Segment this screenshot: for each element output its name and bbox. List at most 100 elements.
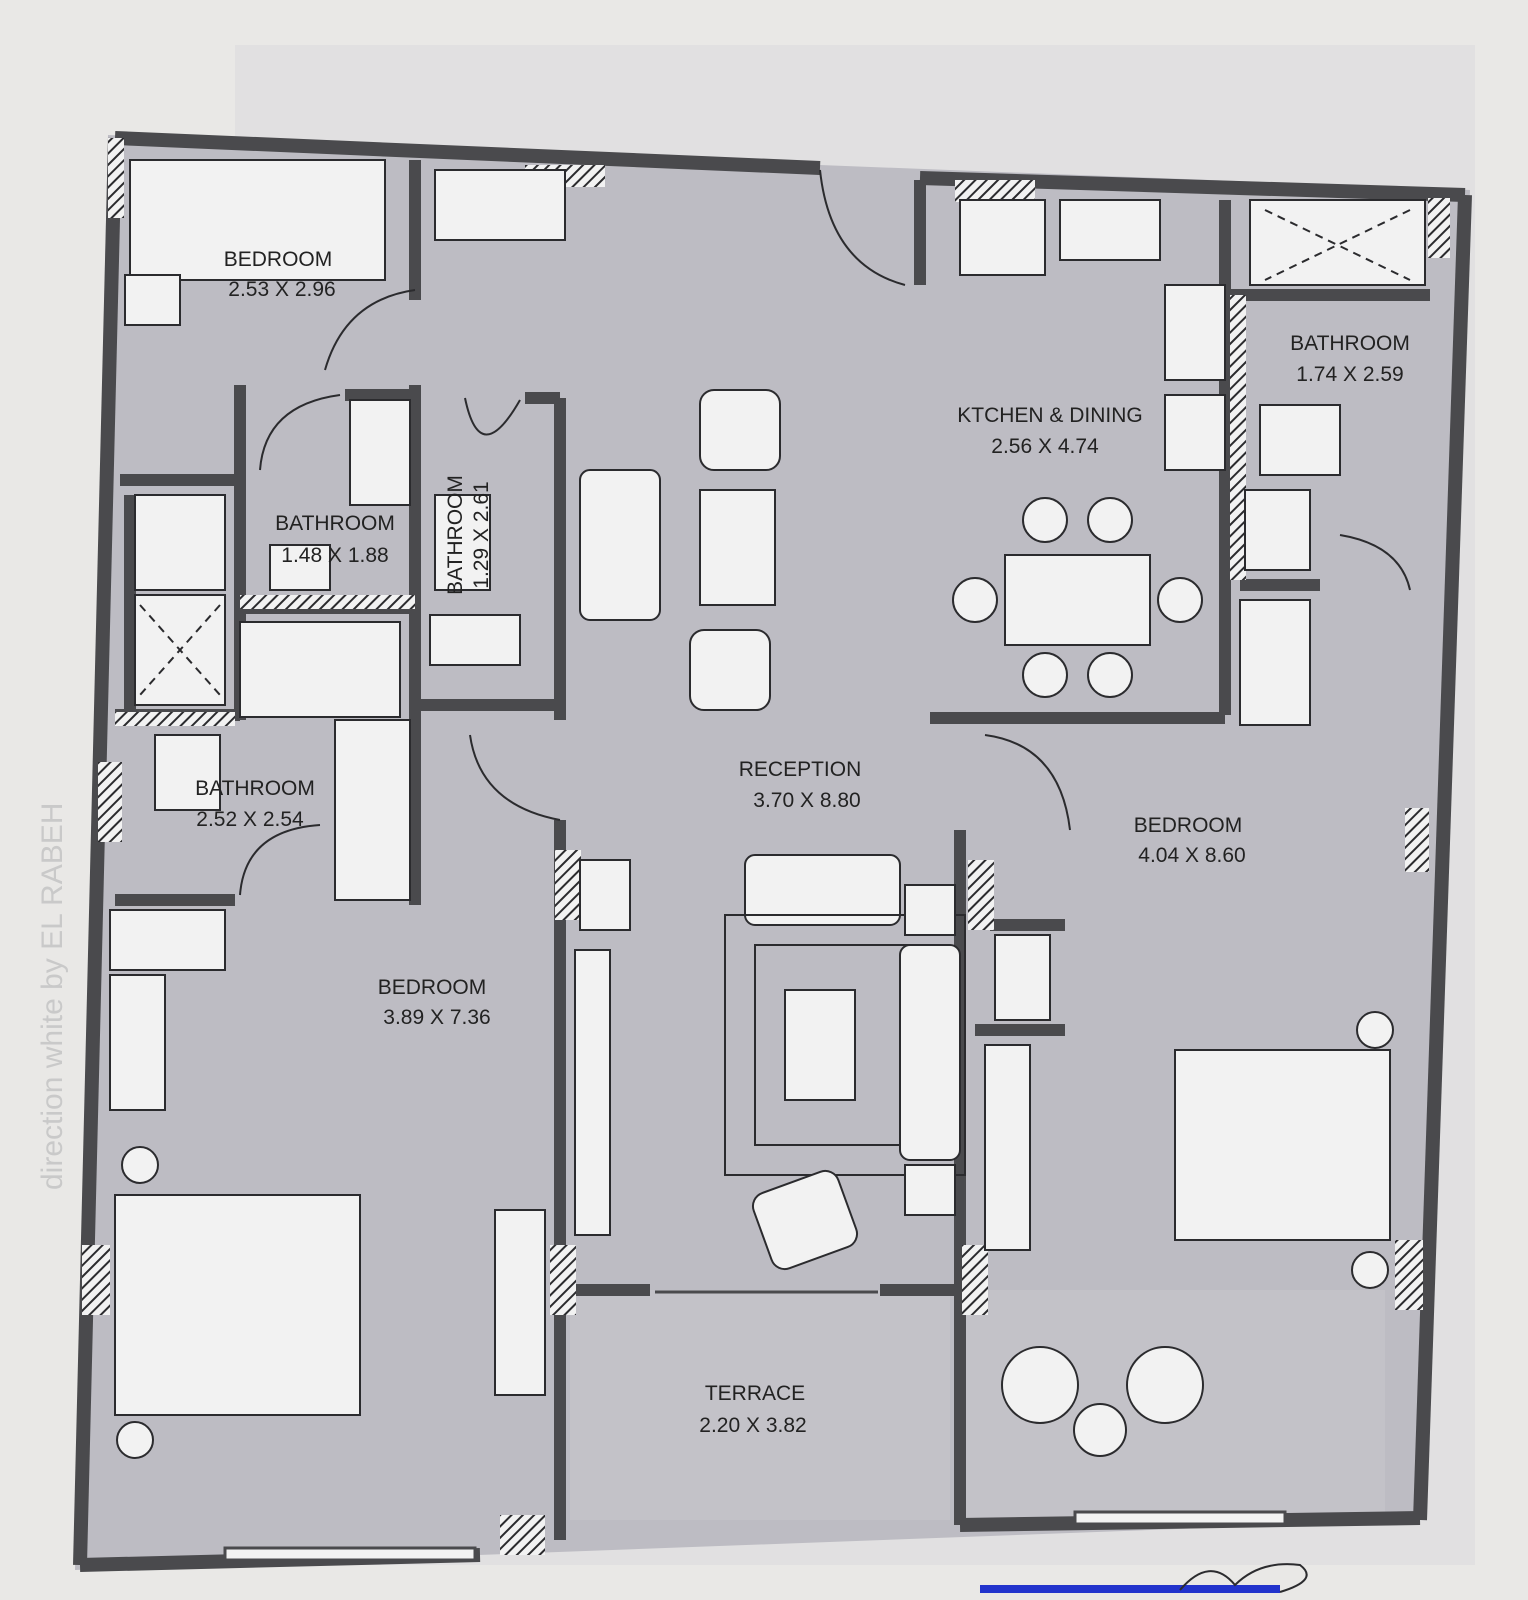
tv-unit-bed2	[494, 1209, 546, 1396]
toilet-bath3	[154, 734, 221, 811]
door-bath4	[1339, 534, 1411, 591]
desk-bed1	[124, 274, 181, 326]
door-bath2	[464, 397, 521, 436]
sofa-reception-right	[899, 944, 961, 1161]
label-kitchen: KTCHEN & DINING 2.56 X 4.74	[957, 404, 1143, 458]
label-bathroom-1: BATHROOM 1.48 X 1.88	[275, 512, 395, 567]
room-name: BATHROOM	[275, 512, 395, 535]
sofa-reception-top	[744, 854, 901, 926]
room-name: BATHROOM	[444, 475, 467, 595]
room-name: TERRACE	[705, 1382, 805, 1405]
tv-unit-left	[574, 949, 611, 1236]
room-dims: 1.48 X 1.88	[281, 544, 388, 567]
terrace-floor	[570, 1290, 950, 1520]
dining-chair-3	[1022, 652, 1068, 698]
cooktop	[1164, 284, 1226, 381]
room-name: RECEPTION	[739, 758, 862, 781]
toilet-bath1	[269, 544, 331, 591]
fixtures	[109, 159, 1426, 1416]
column-reception-left	[555, 850, 581, 920]
room-dims: 3.89 X 7.36	[383, 1006, 490, 1029]
column-bed3-right	[1395, 1240, 1423, 1310]
door-bed2	[469, 734, 561, 821]
room-dims: 1.29 X 2.61	[470, 481, 493, 588]
signature-stamp-line	[980, 1585, 1280, 1593]
shower-bath4	[1249, 199, 1426, 286]
coffee-table-reception	[784, 989, 856, 1101]
windows	[223, 1290, 1287, 1562]
armchair-bottom	[689, 629, 771, 711]
bedside-lamp-bottom	[116, 1421, 154, 1459]
storage-left	[134, 494, 226, 591]
column-bottom	[500, 1515, 545, 1555]
window-bed2	[223, 1546, 477, 1562]
coffee-table-top	[699, 489, 776, 606]
shower-bath2	[239, 621, 401, 718]
signature	[980, 1563, 1308, 1593]
watermark: direction white by EL RABEH	[36, 803, 69, 1190]
sink-bath1	[349, 399, 411, 506]
shower-cross-marks	[139, 209, 1411, 696]
furniture	[116, 389, 1394, 1459]
wall-right	[1413, 194, 1472, 1521]
dining-table	[1004, 554, 1151, 646]
dining-chair-6	[1157, 577, 1203, 623]
door-bath1	[259, 394, 341, 471]
room-name: KTCHEN & DINING	[957, 404, 1143, 427]
door-bed3	[984, 734, 1071, 831]
kitchen-sink	[1059, 199, 1161, 261]
column-top-kitchen	[955, 180, 1035, 202]
column-top-right	[1428, 198, 1450, 258]
fridge	[959, 199, 1046, 276]
label-bathroom-3: BATHROOM 2.52 X 2.54	[195, 777, 315, 831]
vanity-bath3	[334, 719, 411, 901]
sofa-left	[579, 469, 661, 621]
wall-top-left	[114, 131, 821, 175]
bedside-lamp-top	[121, 1146, 159, 1184]
bedside-lamp-bed3-top	[1356, 1011, 1394, 1049]
room-labels: BEDROOM 2.53 X 2.96 BATHROOM 1.48 X 1.88…	[195, 248, 1410, 1437]
terrace-chair-2	[1126, 1346, 1204, 1424]
column-right-mid	[1405, 808, 1429, 872]
door-bed1	[324, 289, 416, 371]
storage-top	[434, 169, 566, 241]
floor-base	[75, 135, 1470, 1570]
bedside-lamp-bed3-bottom	[1351, 1251, 1389, 1289]
side-table-bottom	[904, 1164, 956, 1216]
column-kitchen-right	[1230, 295, 1246, 580]
terrace-table	[1073, 1403, 1127, 1457]
column-bath1-bottom	[240, 595, 415, 609]
label-bathroom-2: BATHROOM 1.29 X 2.61	[444, 475, 493, 595]
cross-left-b	[139, 604, 221, 696]
room-name: BEDROOM	[1134, 814, 1243, 837]
room-dims: 2.52 X 2.54	[196, 808, 304, 831]
door-entry	[819, 169, 906, 286]
room-name: BATHROOM	[195, 777, 315, 800]
label-bedroom-1: BEDROOM 2.53 X 2.96	[224, 248, 336, 301]
column-bath3-top	[115, 712, 235, 726]
label-bedroom-2: BEDROOM 3.89 X 7.36	[378, 976, 491, 1029]
watermark-text: direction white by EL RABEH	[36, 803, 69, 1190]
room-dims: 1.74 X 2.59	[1296, 363, 1403, 386]
label-bedroom-3: BEDROOM 4.04 X 8.60	[1134, 814, 1246, 867]
door-bath3	[239, 824, 321, 896]
label-terrace: TERRACE 2.20 X 3.82	[699, 1382, 806, 1437]
wardrobe-bed2-top	[109, 909, 226, 971]
room-name: BEDROOM	[378, 976, 487, 999]
dining-chair-4	[1087, 652, 1133, 698]
wardrobe-bed1	[129, 159, 386, 281]
shaft-reception	[579, 859, 631, 931]
column-terrace-left	[550, 1245, 576, 1315]
room-name: BEDROOM	[224, 248, 333, 271]
sink-bath2	[434, 494, 491, 591]
column-left-mid	[98, 762, 122, 842]
room-dims: 2.53 X 2.96	[228, 278, 335, 301]
label-reception: RECEPTION 3.70 X 8.80	[739, 758, 862, 812]
column-reception-right	[968, 860, 994, 930]
armchair-top	[699, 389, 781, 471]
room-name: BATHROOM	[1290, 332, 1410, 355]
dining-chair-1	[1022, 497, 1068, 543]
dining-chair-5	[952, 577, 998, 623]
window-bed3	[1073, 1510, 1287, 1526]
